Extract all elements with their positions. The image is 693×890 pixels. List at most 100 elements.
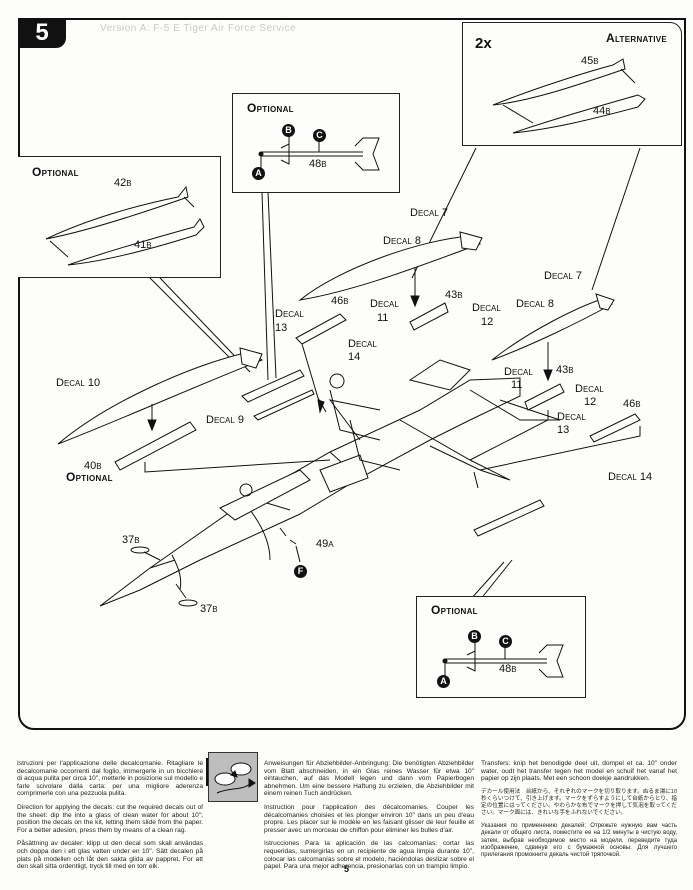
marker-c: C <box>499 635 512 648</box>
wing-tank-alternative-drawing <box>492 58 646 134</box>
sprue-letter: B <box>593 57 599 66</box>
ghost-header-text: Version A: F-5 E Tiger Air Force Service <box>100 23 297 34</box>
part-number: 43 <box>445 289 458 301</box>
sprue-letter: B <box>605 107 611 116</box>
decal-14-number-left: 14 <box>348 351 361 363</box>
part-label-41b: 41B <box>134 239 152 251</box>
part-label-44b: 44B <box>593 105 611 117</box>
optional-missile-top-title: Optional <box>247 101 294 115</box>
sprue-letter: B <box>212 605 218 614</box>
step-frame <box>18 18 686 730</box>
instructions-italian: Istruzioni per l'applicazione delle deca… <box>17 760 203 798</box>
step-number-badge: 5 <box>18 18 66 48</box>
instructions-english: Direction for applying the decals: cut t… <box>17 803 203 834</box>
sprue-letter: B <box>343 297 349 306</box>
decal-12-label-left: Decal <box>472 302 501 314</box>
callout-alternative: 2x Alternative 45B 44B <box>462 22 682 146</box>
part-label-46b-left: 46B <box>331 295 349 307</box>
part-number: 43 <box>556 364 569 376</box>
sprue-letter: B <box>511 665 517 674</box>
part-label-48b: 48B <box>499 663 517 675</box>
optional-tank-title: Optional <box>32 165 79 179</box>
decal-7-label-right: Decal 7 <box>544 270 583 282</box>
callout-optional-missile-bottom: Optional A B C 48B <box>416 596 586 698</box>
part-number: 48 <box>309 158 322 170</box>
instructions-dutch: Transfers: knip het benodigde deel uit, … <box>481 760 677 783</box>
sprue-letter: B <box>635 400 641 409</box>
decal-12-number-left: 12 <box>481 316 494 328</box>
decal-8-label-right: Decal 8 <box>516 298 555 310</box>
part-number: 49 <box>316 538 329 550</box>
instructions-russian: Указания по применению декалей: Отрежьте… <box>481 822 677 859</box>
decal-14-label-right: Decal 14 <box>608 471 653 483</box>
part-number: 37 <box>122 534 135 546</box>
part-number: 37 <box>200 603 213 615</box>
marker-a: A <box>437 675 450 688</box>
multiplier-label: 2x <box>475 35 492 52</box>
instructions-column-1: Istruzioni per l'applicazione delle deca… <box>17 760 203 877</box>
sprue-letter: A <box>328 540 334 549</box>
sprue-letter: B <box>126 179 132 188</box>
missile-48b-drawing <box>258 136 380 171</box>
decal-11-label-right: Decal <box>504 366 533 378</box>
tank-optional-drawing <box>45 185 205 266</box>
part-label-45b: 45B <box>581 55 599 67</box>
part-number: 45 <box>581 55 594 67</box>
instructions-japanese: デカール使用法 台紙から、それぞれのマークを切り取ります。ぬるま湯に10秒くらい… <box>481 788 677 816</box>
missile-48b-bottom-drawing <box>442 643 564 678</box>
optional-missile-bottom-title: Optional <box>431 603 478 617</box>
callout-optional-missile-top: Optional A B C 48B <box>232 93 400 193</box>
part-label-43b-right: 43B <box>556 364 574 376</box>
marker-c: C <box>313 129 326 142</box>
part-label-46b-right: 46B <box>623 398 641 410</box>
part-label-48b: 48B <box>309 158 327 170</box>
marker-a: A <box>252 167 265 180</box>
sprue-letter: B <box>321 160 327 169</box>
part-label-42b: 42B <box>114 177 132 189</box>
part-number: 46 <box>331 295 344 307</box>
page-number: 5 <box>343 864 349 874</box>
instructions-swedish: Påsättning av decaler: klipp ut den deca… <box>17 840 203 871</box>
part-number: 46 <box>623 398 636 410</box>
instructions-spanish: Istrucciones Para la aplicación de las c… <box>264 840 474 871</box>
decal-7-label-left: Decal 7 <box>410 207 449 219</box>
part-number: 44 <box>593 105 606 117</box>
marker-b: B <box>282 124 295 137</box>
decal-8-label-left: Decal 8 <box>383 235 422 247</box>
decal-10-label: Decal 10 <box>56 377 101 389</box>
part-label-49a: 49A <box>316 538 334 550</box>
decal-13-label-left: Decal <box>275 308 304 320</box>
decal-application-illustration <box>208 752 258 802</box>
alternative-title: Alternative <box>605 31 667 45</box>
marker-f: F <box>294 565 307 578</box>
sprue-letter: B <box>568 366 574 375</box>
decal-14-label-left: Decal <box>348 338 377 350</box>
decal-9-label: Decal 9 <box>206 414 245 426</box>
decal-11-label-left: Decal <box>370 298 399 310</box>
instructions-column-3: Transfers: knip het benodigde deel uit, … <box>481 760 677 866</box>
part-number: 48 <box>499 663 512 675</box>
sprue-letter: B <box>457 291 463 300</box>
optional-40b-label: Optional <box>66 470 113 484</box>
part-label-43b-left: 43B <box>445 289 463 301</box>
part-label-40b: 40B <box>84 460 102 472</box>
decal-11-number-right: 11 <box>511 379 523 391</box>
decal-12-number-right: 12 <box>584 396 597 408</box>
divider-bar <box>206 758 209 786</box>
sprue-letter: B <box>134 536 140 545</box>
decal-11-number-left: 11 <box>377 312 389 324</box>
instructions-french: Instruction pour l'application des décal… <box>264 803 474 834</box>
part-number: 40 <box>84 460 97 472</box>
callout-optional-tank: Optional 42B 41B <box>18 156 221 278</box>
decal-12-label-right: Decal <box>575 383 604 395</box>
sprue-letter: B <box>96 462 102 471</box>
sprue-letter: B <box>146 241 152 250</box>
part-number: 42 <box>114 177 127 189</box>
decal-13-number-right: 13 <box>557 424 570 436</box>
hand-applying-decal-icon <box>214 762 256 794</box>
part-number: 41 <box>134 239 147 251</box>
instructions-column-2: Anweisungen für Abziehbilder-Anbringung:… <box>264 760 474 877</box>
decal-13-number-left: 13 <box>275 322 288 334</box>
part-label-37b-top: 37B <box>122 534 140 546</box>
decal-13-label-right: Decal <box>557 411 586 423</box>
